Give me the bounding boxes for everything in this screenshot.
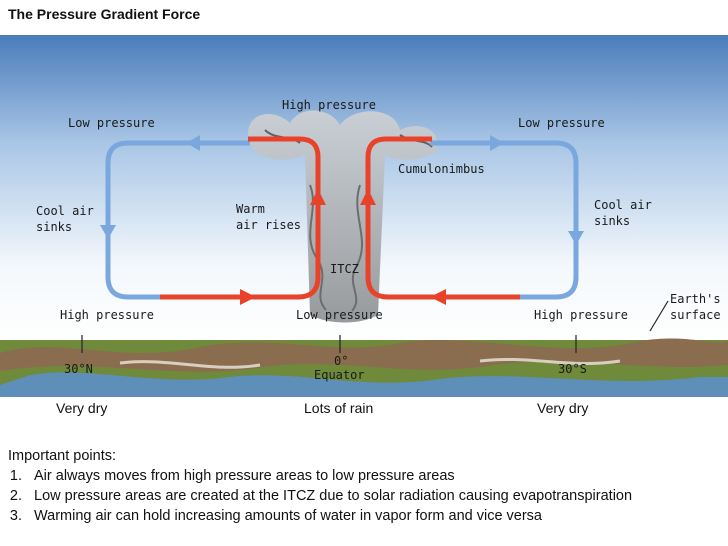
arrow-rise-right-icon xyxy=(360,189,376,205)
arrow-warm-right-icon xyxy=(430,289,446,305)
arrow-warm-left-icon xyxy=(240,289,256,305)
zone-label-center: Lots of rain xyxy=(304,400,374,416)
label-cumulonimbus: Cumulonimbus xyxy=(398,162,485,176)
important-points: Important points: Air always moves from … xyxy=(8,446,724,526)
list-item: Air always moves from high pressure area… xyxy=(26,466,724,486)
diagram-canvas xyxy=(0,35,728,397)
list-item: Low pressure areas are created at the IT… xyxy=(26,486,724,506)
cool-air-loop-left xyxy=(100,135,250,300)
earths-surface-pointer xyxy=(649,300,669,332)
label-high-pressure-left: High pressure xyxy=(60,308,154,322)
label-cool-air-right: Cool air sinks xyxy=(594,198,652,228)
label-low-pressure-left: Low pressure xyxy=(68,116,155,130)
cool-air-loop-right xyxy=(430,135,584,300)
label-low-pressure-bottom: Low pressure xyxy=(296,308,383,322)
label-lat-30s: 30°S xyxy=(558,362,587,376)
warm-air-flow-right xyxy=(360,136,520,305)
label-earths-surface: Earth's surface xyxy=(670,292,721,322)
label-cool-air-left: Cool air sinks xyxy=(36,204,94,234)
arrow-left-down-icon xyxy=(100,225,116,239)
arrow-right-top-icon xyxy=(490,135,504,151)
arrow-left-top-icon xyxy=(186,135,200,151)
label-high-pressure-right: High pressure xyxy=(534,308,628,322)
label-itcz: ITCZ xyxy=(330,262,359,276)
pressure-gradient-diagram: High pressure Low pressure Low pressure … xyxy=(0,35,728,397)
arrow-rise-left-icon xyxy=(310,189,326,205)
page-title: The Pressure Gradient Force xyxy=(8,6,201,22)
label-lat-30n: 30°N xyxy=(64,362,93,376)
label-low-pressure-right: Low pressure xyxy=(518,116,605,130)
zone-label-right: Very dry xyxy=(537,400,589,416)
list-item: Warming air can hold increasing amounts … xyxy=(26,506,724,526)
points-heading: Important points: xyxy=(8,448,116,464)
warm-air-flow-left xyxy=(160,136,326,305)
earth-surface-strip xyxy=(0,335,728,397)
label-high-pressure-top: High pressure xyxy=(282,98,376,112)
label-equator: Equator xyxy=(314,368,365,382)
label-lat-0: 0° xyxy=(334,354,349,368)
zone-label-left: Very dry xyxy=(56,400,108,416)
label-warm-air: Warm air rises xyxy=(236,202,302,232)
points-list: Air always moves from high pressure area… xyxy=(8,466,724,526)
arrow-right-down-icon xyxy=(568,231,584,245)
